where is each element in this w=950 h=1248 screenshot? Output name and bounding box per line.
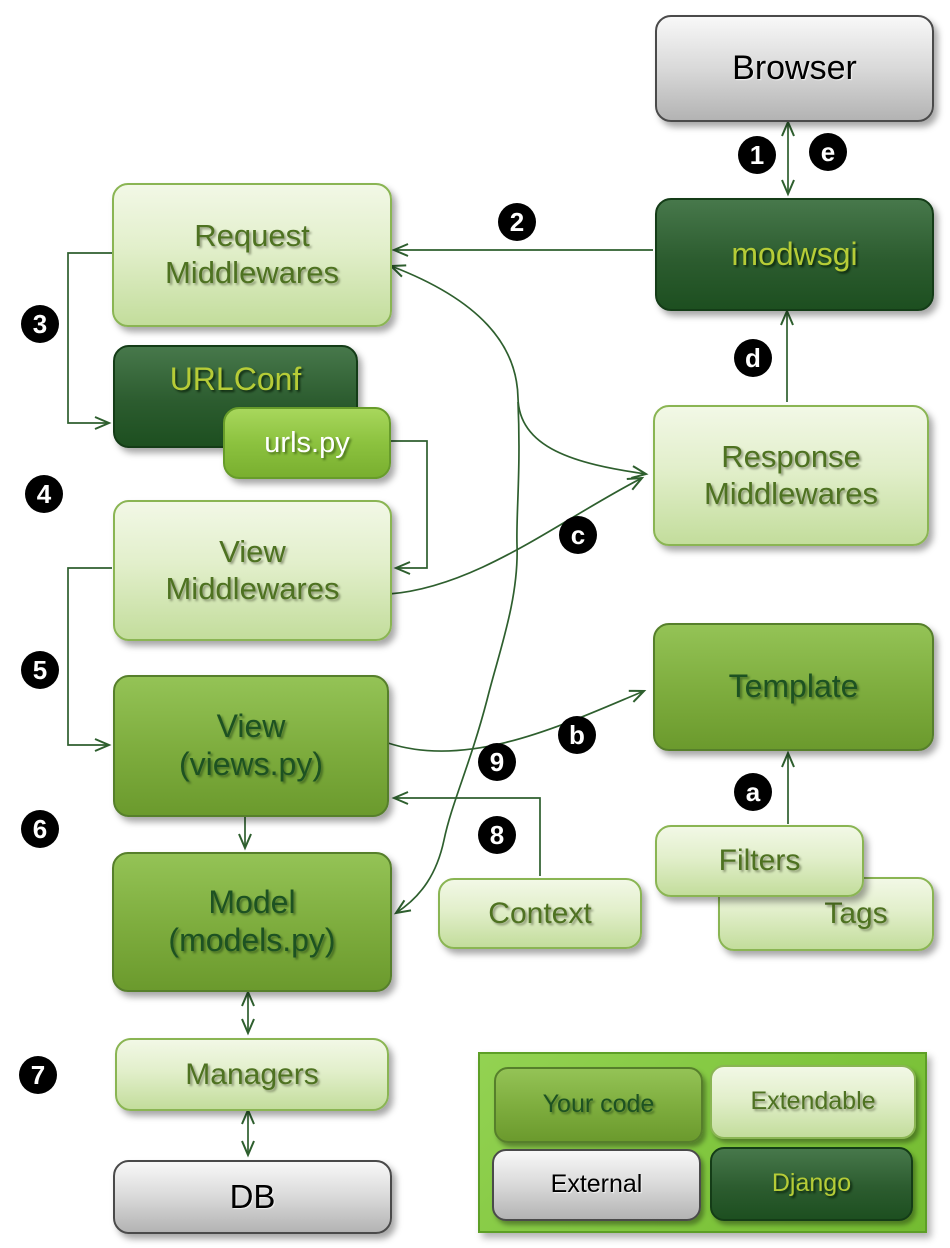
- node-view-line2: (views.py): [178, 746, 323, 782]
- step-marker-c: c: [559, 516, 597, 554]
- curve-view-middlewares-to-response-middlewares: [388, 476, 645, 595]
- legend-item-django: Django: [710, 1147, 913, 1221]
- step-marker-b: b: [558, 716, 596, 754]
- legend-extendable-label: Extendable: [750, 1087, 876, 1116]
- step-marker-d-label: d: [745, 342, 761, 373]
- node-request-middlewares-line2: Middlewares: [164, 255, 339, 290]
- legend-your-code-label: Your code: [542, 1090, 655, 1119]
- step-marker-3-label: 3: [32, 308, 48, 339]
- step-marker-a: a: [734, 773, 772, 811]
- node-view-line1: View: [216, 708, 286, 745]
- node-tags-label: Tags: [824, 897, 888, 931]
- node-filters: Filters: [655, 825, 864, 897]
- node-urls-py: urls.py: [223, 407, 391, 479]
- node-view-middlewares: View Middlewares: [113, 500, 392, 641]
- legend-item-your-code: Your code: [494, 1067, 703, 1143]
- node-filters-label: Filters: [718, 844, 801, 878]
- step-marker-9: 9: [478, 743, 516, 781]
- step-marker-a-label: a: [745, 776, 761, 807]
- node-modwsgi-label: modwsgi: [731, 235, 858, 272]
- node-view-middlewares-line2: Middlewares: [165, 570, 340, 606]
- step-marker-9-label: 9: [489, 746, 505, 777]
- arrow-context-to-view: [391, 791, 541, 876]
- step-marker-3: 3: [21, 305, 59, 343]
- node-model-line2: (models.py): [168, 922, 336, 958]
- arrow-view-middlewares-to-view: [67, 567, 112, 752]
- node-request-middlewares-line1: Request: [194, 218, 310, 254]
- step-marker-e: e: [809, 133, 847, 171]
- node-template: Template: [653, 623, 934, 751]
- legend-external-label: External: [550, 1170, 643, 1199]
- node-urlconf-label: URLConf: [169, 361, 302, 397]
- node-browser-label: Browser: [732, 49, 857, 88]
- node-response-middlewares-line1: Response: [721, 438, 861, 474]
- step-marker-6: 6: [21, 810, 59, 848]
- node-model-line1: Model: [208, 884, 296, 921]
- step-marker-b-label: b: [569, 719, 585, 750]
- legend-django-label: Django: [771, 1169, 852, 1198]
- node-context: Context: [438, 878, 642, 949]
- step-marker-1: 1: [738, 136, 776, 174]
- node-request-middlewares: Request Middlewares: [112, 183, 392, 327]
- arrow-request-middlewares-to-urlconf: [67, 252, 112, 430]
- step-marker-2: 2: [498, 203, 536, 241]
- step-marker-4-label: 4: [36, 478, 52, 509]
- arrow-urlspy-to-view-middlewares: [388, 440, 428, 575]
- step-marker-7: 7: [19, 1056, 57, 1094]
- step-marker-e-label: e: [820, 136, 836, 167]
- legend: Your code Extendable External Django: [478, 1052, 927, 1233]
- step-marker-7-label: 7: [30, 1059, 46, 1090]
- step-marker-5: 5: [21, 651, 59, 689]
- node-response-middlewares: Response Middlewares: [653, 405, 929, 546]
- step-marker-4: 4: [25, 475, 63, 513]
- step-marker-c-label: c: [570, 519, 586, 550]
- node-managers-label: Managers: [185, 1057, 319, 1091]
- node-template-label: Template: [728, 668, 859, 705]
- node-urls-py-label: urls.py: [264, 426, 350, 459]
- node-browser: Browser: [655, 15, 934, 122]
- node-context-label: Context: [488, 896, 592, 930]
- legend-item-extendable: Extendable: [710, 1065, 916, 1139]
- curve-request-middlewares-response-middlewares: [388, 264, 649, 479]
- step-marker-6-label: 6: [32, 813, 48, 844]
- node-view-middlewares-line1: View: [219, 533, 286, 569]
- step-marker-8: 8: [478, 816, 516, 854]
- node-managers: Managers: [115, 1038, 389, 1111]
- step-marker-1-label: 1: [749, 139, 765, 170]
- step-marker-8-label: 8: [489, 819, 505, 850]
- legend-item-external: External: [492, 1149, 701, 1221]
- node-view: View (views.py): [113, 675, 389, 817]
- step-marker-2-label: 2: [509, 206, 525, 237]
- step-marker-d: d: [734, 339, 772, 377]
- node-db: DB: [113, 1160, 392, 1234]
- node-response-middlewares-line2: Middlewares: [703, 475, 878, 511]
- node-db-label: DB: [229, 1177, 276, 1215]
- node-modwsgi: modwsgi: [655, 198, 934, 311]
- node-model: Model (models.py): [112, 852, 392, 992]
- arrow-view-to-template: [387, 689, 647, 752]
- step-marker-5-label: 5: [32, 654, 48, 685]
